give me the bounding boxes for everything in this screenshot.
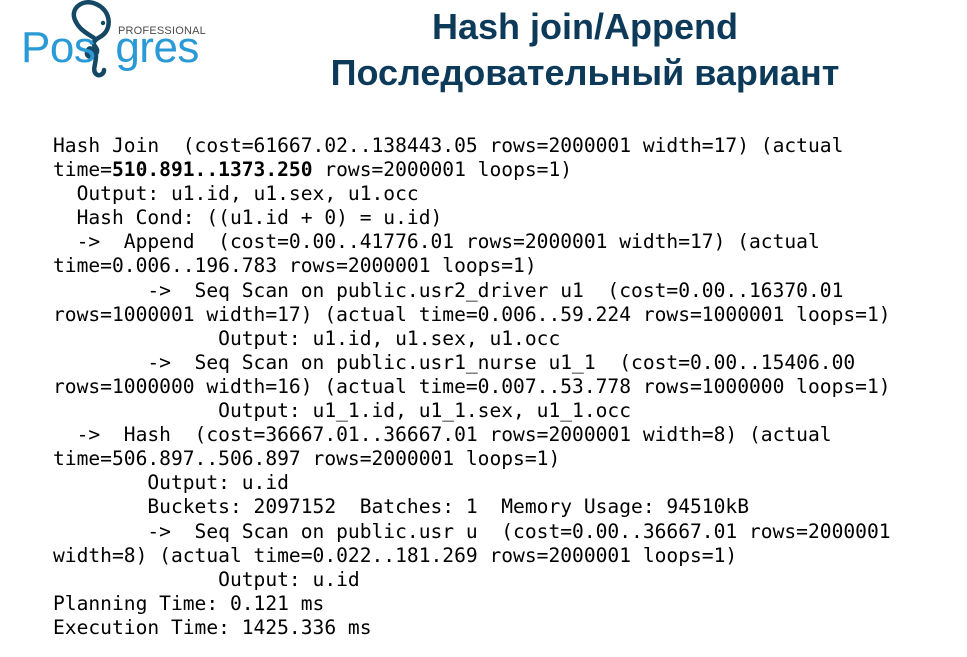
plan-line-text: -> Seq Scan on public.usr u (cost=0.00..… bbox=[53, 519, 891, 543]
plan-line-text: -> Append (cost=0.00..41776.01 rows=2000… bbox=[53, 230, 820, 254]
logo-subtitle: PROFESSIONAL bbox=[118, 25, 206, 37]
explain-plan-output: Hash Join (cost=61667.02..138443.05 rows… bbox=[53, 134, 891, 640]
title-line-2: Последовательный вариант bbox=[330, 52, 840, 93]
plan-line: Output: u1.id, u1.sex, u1.occ bbox=[53, 182, 891, 206]
plan-line: rows=1000000 width=16) (actual time=0.00… bbox=[53, 375, 891, 399]
plan-line-text: -> Seq Scan on public.usr2_driver u1 (co… bbox=[53, 278, 844, 302]
plan-line-text: Output: u1.id, u1.sex, u1.occ bbox=[53, 326, 561, 350]
plan-line: -> Append (cost=0.00..41776.01 rows=2000… bbox=[53, 230, 891, 254]
title-line-1: Hash join/Append bbox=[432, 6, 738, 47]
plan-line: Planning Time: 0.121 ms bbox=[53, 592, 891, 616]
plan-line-text-tail: rows=2000001 loops=1) bbox=[312, 158, 573, 182]
plan-line-highlight: 510.891..1373.250 bbox=[111, 158, 313, 182]
plan-line-text: rows=1000000 width=16) (actual time=0.00… bbox=[53, 374, 891, 398]
plan-line: Output: u1_1.id, u1_1.sex, u1_1.occ bbox=[53, 399, 891, 423]
plan-line: Hash Cond: ((u1.id + 0) = u.id) bbox=[53, 206, 891, 230]
plan-line: Output: u1.id, u1.sex, u1.occ bbox=[53, 327, 891, 351]
plan-line-text: time=506.897..506.897 rows=2000001 loops… bbox=[53, 447, 561, 471]
plan-line: time=506.897..506.897 rows=2000001 loops… bbox=[53, 447, 891, 471]
plan-line-text: Output: u1_1.id, u1_1.sex, u1_1.occ bbox=[53, 399, 632, 423]
plan-line-text: Execution Time: 1425.336 ms bbox=[53, 615, 372, 639]
plan-line-text: -> Hash (cost=36667.01..36667.01 rows=20… bbox=[53, 423, 832, 447]
plan-line-text: Output: u.id bbox=[53, 471, 289, 495]
plan-line: Hash Join (cost=61667.02..138443.05 rows… bbox=[53, 134, 891, 158]
plan-line: -> Seq Scan on public.usr2_driver u1 (co… bbox=[53, 279, 891, 303]
plan-line: -> Seq Scan on public.usr1_nurse u1_1 (c… bbox=[53, 351, 891, 375]
plan-line-text: time=0.006..196.783 rows=2000001 loops=1… bbox=[53, 254, 537, 278]
plan-line: rows=1000001 width=17) (actual time=0.00… bbox=[53, 303, 891, 327]
plan-line-text: width=8) (actual time=0.022..181.269 row… bbox=[53, 543, 738, 567]
plan-line-text: Hash Join (cost=61667.02..138443.05 rows… bbox=[53, 134, 844, 157]
plan-line-text: Planning Time: 0.121 ms bbox=[53, 591, 325, 615]
plan-line-text: rows=1000001 width=17) (actual time=0.00… bbox=[53, 302, 891, 326]
plan-line: time=0.006..196.783 rows=2000001 loops=1… bbox=[53, 254, 891, 278]
plan-line-text: Output: u.id bbox=[53, 567, 360, 591]
plan-line-text: -> Seq Scan on public.usr1_nurse u1_1 (c… bbox=[53, 350, 856, 374]
elephant-icon bbox=[71, 0, 111, 78]
plan-line: -> Hash (cost=36667.01..36667.01 rows=20… bbox=[53, 423, 891, 447]
plan-line: Output: u.id bbox=[53, 568, 891, 592]
plan-line: width=8) (actual time=0.022..181.269 row… bbox=[53, 544, 891, 568]
plan-line: Output: u.id bbox=[53, 471, 891, 495]
plan-line-text: Output: u1.id, u1.sex, u1.occ bbox=[53, 182, 419, 206]
plan-line-text: Buckets: 2097152 Batches: 1 Memory Usage… bbox=[53, 495, 749, 519]
plan-line: -> Seq Scan on public.usr u (cost=0.00..… bbox=[53, 519, 891, 544]
plan-line-text: Hash Cond: ((u1.id + 0) = u.id) bbox=[53, 206, 443, 230]
plan-line: time=510.891..1373.250 rows=2000001 loop… bbox=[53, 158, 891, 182]
plan-line: Execution Time: 1425.336 ms bbox=[53, 616, 891, 640]
plan-line-text: time= bbox=[53, 158, 112, 182]
slide-title: Hash join/Append Последовательный вариан… bbox=[270, 4, 900, 96]
plan-line: Buckets: 2097152 Batches: 1 Memory Usage… bbox=[53, 495, 891, 519]
